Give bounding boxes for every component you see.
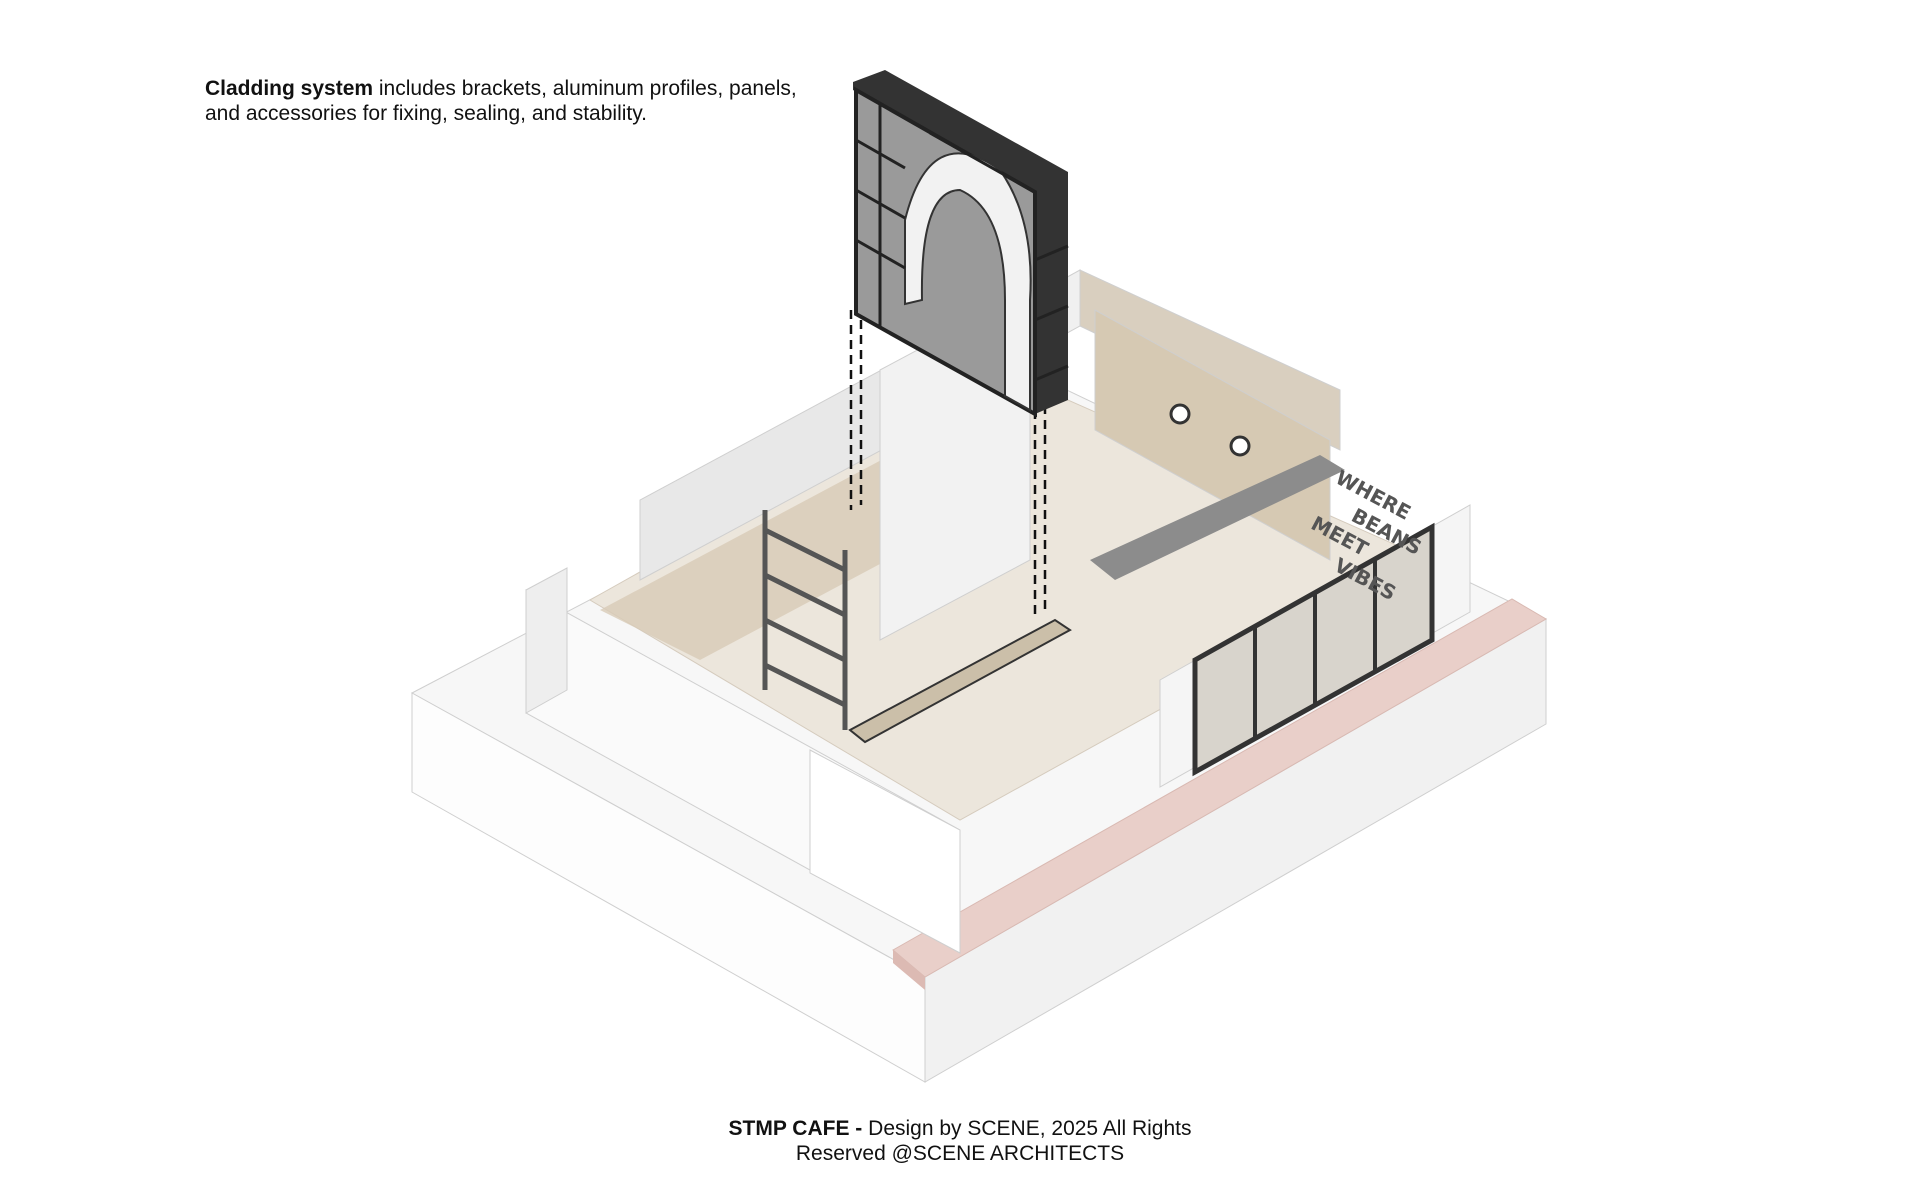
cladding-arch-frame [853, 70, 1069, 418]
caption-line-1: STMP CAFE - Design by SCENE, 2025 All Ri… [0, 1116, 1920, 1141]
glazing-mullions [1253, 559, 1377, 739]
caption-project: STMP CAFE - [728, 1117, 863, 1140]
annotation-bold: Cladding system [205, 77, 374, 100]
wall-light [1169, 403, 1191, 425]
caption-line-2: Reserved @SCENE ARCHITECTS [795, 1142, 1125, 1165]
assembly-guide-lines [849, 305, 1047, 620]
shelving-unit [762, 510, 848, 730]
annotation-text: includes brackets, aluminum profiles, pa… [205, 77, 797, 125]
cladding-annotation: Cladding system includes brackets, alumi… [205, 76, 805, 126]
pavement-edge [893, 950, 925, 990]
caption-credit: Design by SCENE, 2025 All Rights [862, 1117, 1192, 1140]
ceiling-beam [1090, 455, 1345, 580]
wall-light [1229, 435, 1251, 457]
drawing-caption: STMP CAFE - Design by SCENE, 2025 All Ri… [0, 1116, 1920, 1166]
counter-rail [848, 618, 1072, 744]
